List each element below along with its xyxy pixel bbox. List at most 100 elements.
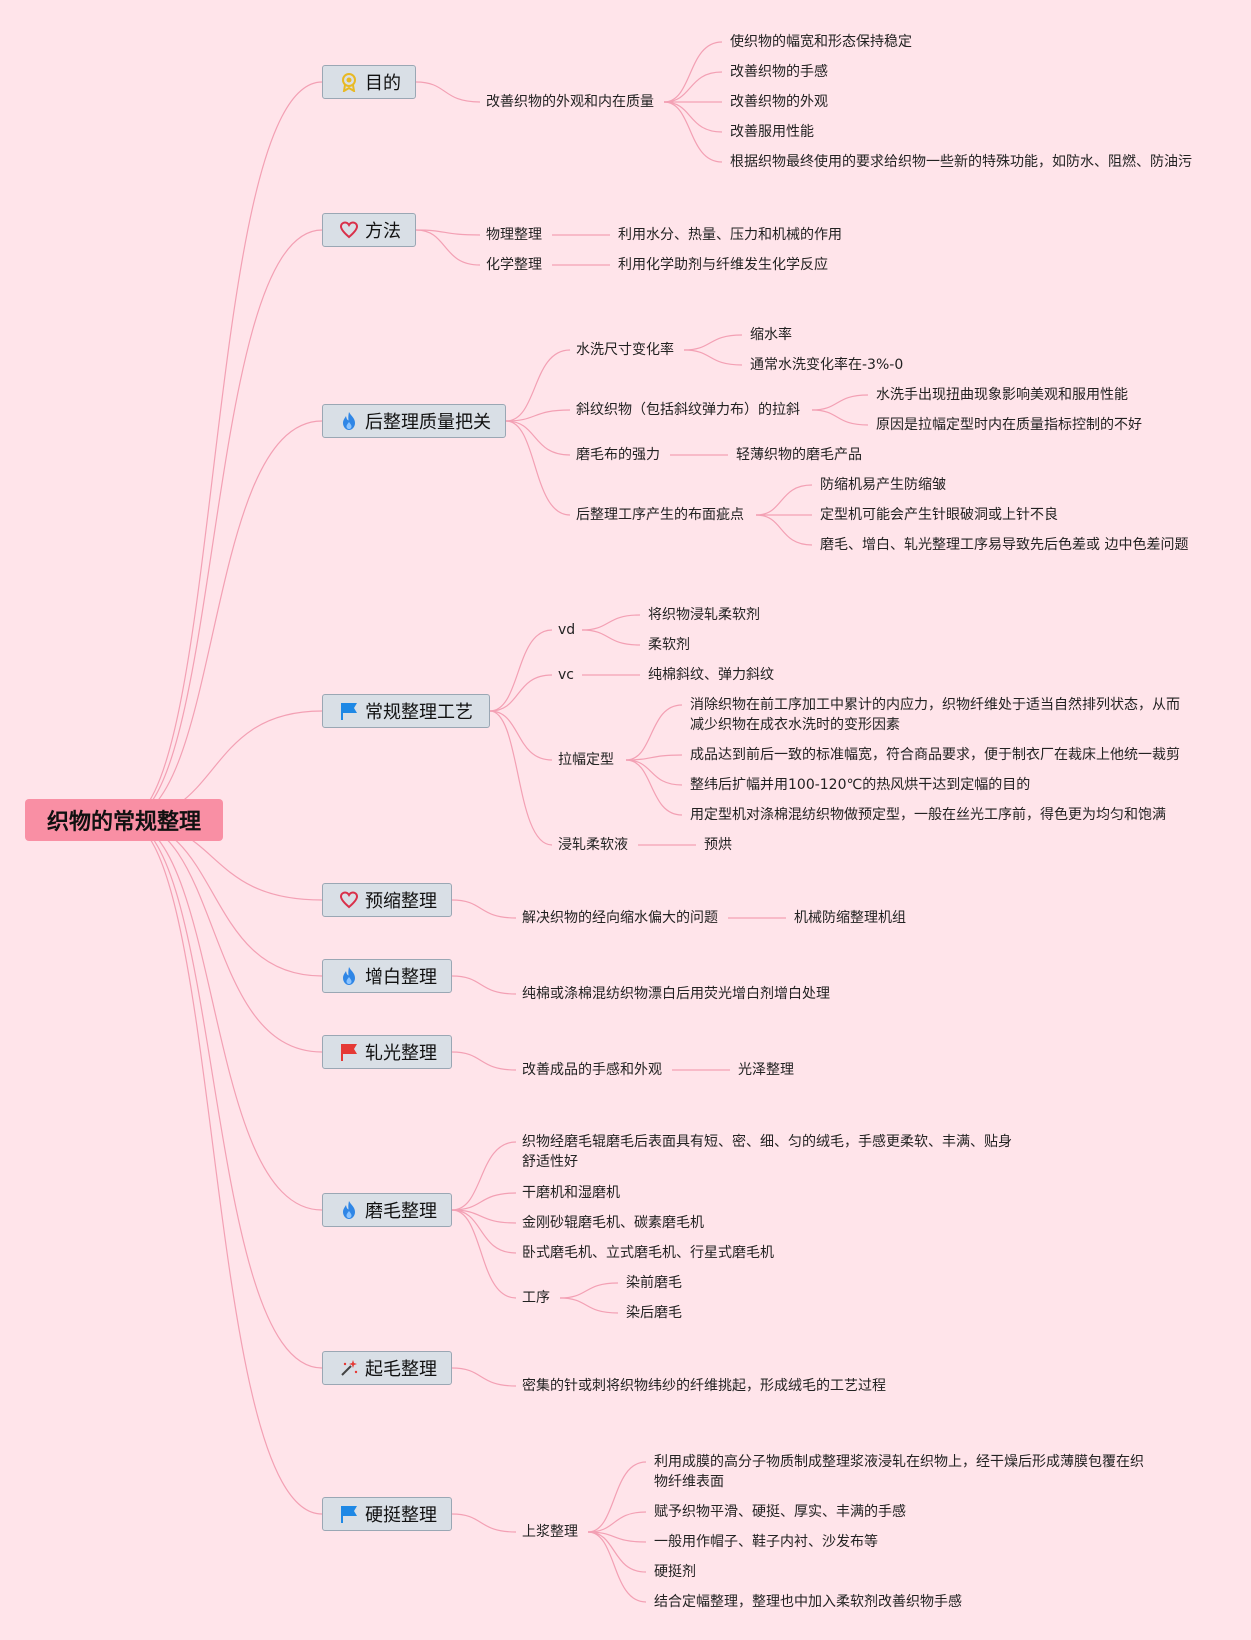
- child-topic: 密集的针或刺将织物纬纱的纤维挑起，形成绒毛的工艺过程: [522, 1378, 886, 1394]
- child-topic: 浸轧柔软液: [558, 837, 628, 853]
- leaf-topic: 一般用作帽子、鞋子内衬、沙发布等: [654, 1534, 878, 1550]
- child-topic: 物理整理: [486, 227, 542, 243]
- leaf-topic: 根据织物最终使用的要求给织物一些新的特殊功能，如防水、阻燃、防油污: [730, 154, 1192, 170]
- sparkle-icon: [339, 1358, 359, 1378]
- branch-label: 方法: [365, 221, 401, 242]
- child-topic: 斜纹织物（包括斜纹弹力布）的拉斜: [576, 402, 800, 418]
- flame-icon: [339, 411, 359, 431]
- branch-topic-9[interactable]: 起毛整理: [322, 1351, 452, 1385]
- flame-icon: [339, 1200, 359, 1220]
- leaf-topic: 用定型机对涤棉混纺织物做预定型，一般在丝光工序前，得色更为均匀和饱满: [690, 807, 1166, 823]
- branch-topic-8[interactable]: 磨毛整理: [322, 1193, 452, 1227]
- flame-icon: [339, 966, 359, 986]
- child-topic: vc: [558, 667, 574, 683]
- connector: [123, 819, 323, 1053]
- connector: [123, 229, 323, 821]
- connector: [587, 1531, 647, 1603]
- child-topic: 解决织物的经向缩水偏大的问题: [522, 910, 718, 926]
- connector: [451, 1209, 517, 1224]
- connector: [489, 629, 553, 712]
- connector: [489, 710, 553, 761]
- connector: [123, 420, 323, 821]
- leaf-topic: 纯棉斜纹、弹力斜纹: [648, 667, 774, 683]
- branch-topic-2[interactable]: 方法: [322, 213, 416, 247]
- connector: [415, 229, 481, 266]
- connector: [451, 1513, 517, 1533]
- connector: [663, 41, 723, 103]
- child-topic: 改善成品的手感和外观: [522, 1062, 662, 1078]
- child-topic: vd: [558, 622, 576, 638]
- child-topic: 金刚砂辊磨毛机、碳素磨毛机: [522, 1215, 704, 1231]
- branch-label: 后整理质量把关: [365, 412, 491, 433]
- flag-icon: [339, 1042, 359, 1062]
- leaf-topic: 轻薄织物的磨毛产品: [736, 447, 862, 463]
- child-topic: 水洗尺寸变化率: [576, 342, 674, 358]
- connector: [505, 420, 571, 456]
- connector: [663, 101, 723, 163]
- child-topic: 织物经磨毛辊磨毛后表面具有短、密、细、匀的绒毛，手感更柔软、丰满、贴身舒适性好: [522, 1134, 1012, 1170]
- child-topic: 上浆整理: [522, 1524, 578, 1540]
- leaf-topic: 预烘: [704, 837, 732, 853]
- connector: [625, 704, 683, 761]
- leaf-topic: 缩水率: [750, 327, 792, 343]
- leaf-topic: 利用成膜的高分子物质制成整理浆液浸轧在织物上，经干燥后形成薄膜包覆在织物纤维表面: [654, 1454, 1144, 1490]
- connector: [625, 759, 683, 816]
- connector: [451, 1367, 517, 1387]
- connector: [587, 1531, 647, 1543]
- leaf-topic: 成品达到前后一致的标准幅宽，符合商品要求，便于制衣厂在裁床上他统一裁剪: [690, 747, 1180, 763]
- connector: [587, 1461, 647, 1533]
- branch-topic-6[interactable]: 增白整理: [322, 959, 452, 993]
- branch-topic-10[interactable]: 硬挺整理: [322, 1497, 452, 1531]
- branch-label: 目的: [365, 73, 401, 94]
- connector: [663, 71, 723, 103]
- award-ribbon-icon: [339, 72, 359, 92]
- connector: [755, 484, 813, 516]
- branch-label: 增白整理: [365, 967, 437, 988]
- connector: [505, 420, 571, 516]
- child-topic: 化学整理: [486, 257, 542, 273]
- leaf-topic: 染前磨毛: [626, 1275, 682, 1291]
- connector: [451, 1209, 517, 1299]
- child-topic: 干磨机和湿磨机: [522, 1185, 620, 1201]
- leaf-topic: 定型机可能会产生针眼破洞或上针不良: [820, 507, 1058, 523]
- connector: [683, 334, 743, 351]
- connector: [123, 819, 323, 1369]
- connector: [683, 349, 743, 366]
- leaf-topic: 磨毛、增白、轧光整理工序易导致先后色差或 边中色差问题: [820, 537, 1189, 553]
- child-topic: 卧式磨毛机、立式磨毛机、行星式磨毛机: [522, 1245, 774, 1261]
- connector: [451, 1141, 517, 1211]
- heart-icon: [339, 220, 359, 240]
- branch-topic-4[interactable]: 常规整理工艺: [322, 694, 490, 728]
- connector: [581, 629, 641, 646]
- leaf-topic: 消除织物在前工序加工中累计的内应力，织物纤维处于适当自然排列状态，从而减少织物在…: [690, 697, 1180, 733]
- connector: [587, 1531, 647, 1573]
- connector: [505, 349, 571, 422]
- connector: [587, 1511, 647, 1533]
- connector: [505, 409, 571, 422]
- leaf-topic: 通常水洗变化率在-3%-0: [750, 357, 904, 373]
- connector: [625, 759, 683, 786]
- branch-topic-7[interactable]: 轧光整理: [322, 1035, 452, 1069]
- connector: [451, 975, 517, 995]
- connector: [123, 81, 323, 821]
- connector: [451, 899, 517, 919]
- leaf-topic: 改善织物的手感: [730, 64, 828, 80]
- connector: [559, 1282, 619, 1299]
- root-topic[interactable]: 织物的常规整理: [25, 799, 223, 841]
- connector: [559, 1297, 619, 1314]
- child-topic: 拉幅定型: [558, 752, 614, 768]
- connector: [415, 81, 481, 103]
- child-topic: 改善织物的外观和内在质量: [486, 94, 654, 110]
- leaf-topic: 机械防缩整理机组: [794, 910, 906, 926]
- leaf-topic: 光泽整理: [738, 1062, 794, 1078]
- branch-topic-3[interactable]: 后整理质量把关: [322, 404, 506, 438]
- branch-topic-5[interactable]: 预缩整理: [322, 883, 452, 917]
- connector: [811, 409, 869, 426]
- child-topic: 后整理工序产生的布面疵点: [576, 507, 744, 523]
- leaf-topic: 硬挺剂: [654, 1564, 696, 1580]
- branch-topic-1[interactable]: 目的: [322, 65, 416, 99]
- branch-label: 预缩整理: [365, 891, 437, 912]
- leaf-topic: 将织物浸轧柔软剂: [648, 607, 760, 623]
- branch-label: 硬挺整理: [365, 1505, 437, 1526]
